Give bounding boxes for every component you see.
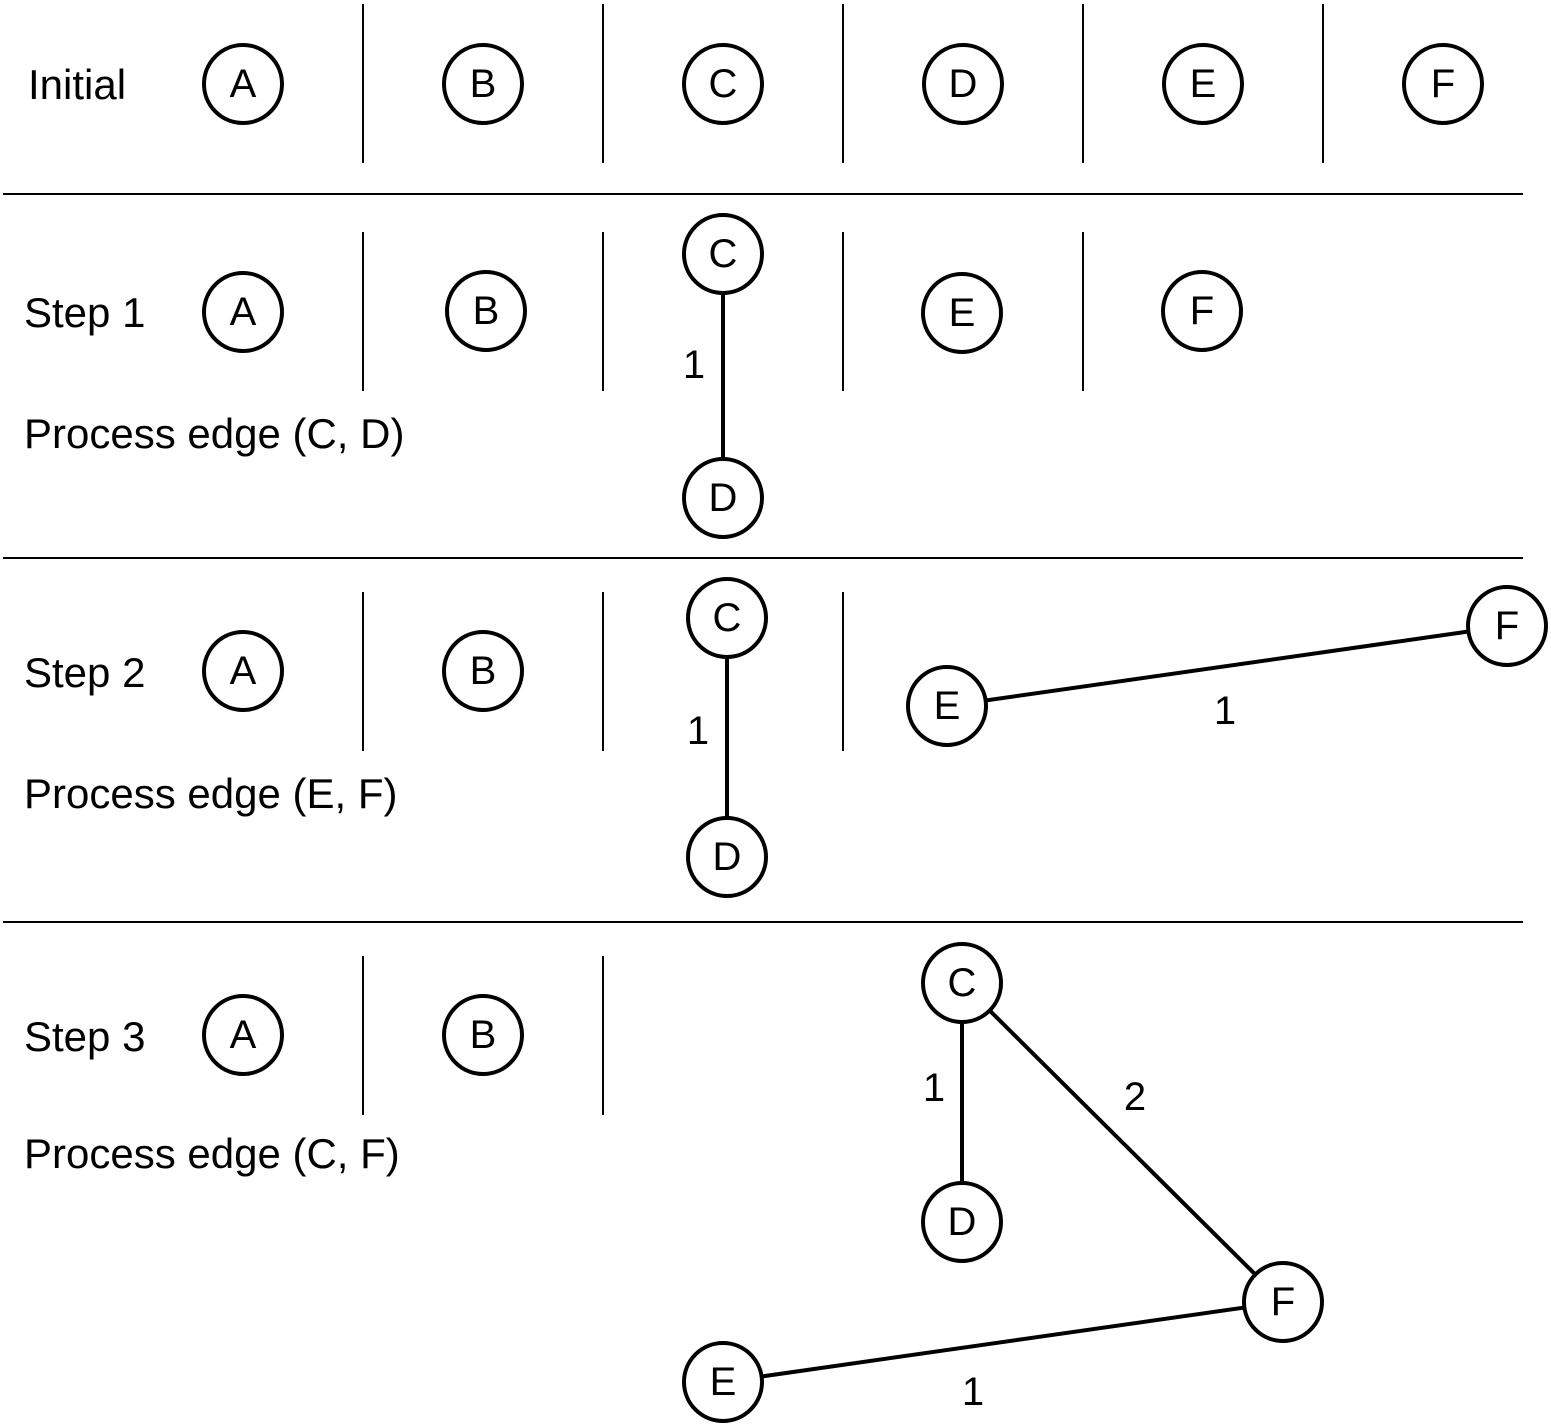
node-label: F xyxy=(1495,604,1519,648)
edge-weight-e-f: 1 xyxy=(1214,689,1236,733)
edge-weight-e-f: 1 xyxy=(962,1370,984,1414)
node-d: D xyxy=(922,43,1004,125)
node-label: E xyxy=(949,291,976,335)
node-f: F xyxy=(1161,270,1243,352)
node-f: F xyxy=(1242,1261,1324,1343)
section-step-1: Step 1 Process edge (C, D) 1 A B C D E F xyxy=(24,213,1243,539)
node-e: E xyxy=(906,665,988,747)
node-b: B xyxy=(445,270,527,352)
node-e: E xyxy=(921,272,1003,354)
node-label: D xyxy=(713,835,742,879)
node-f: F xyxy=(1402,43,1484,125)
node-label: C xyxy=(713,596,742,640)
node-d: D xyxy=(686,816,768,898)
section-title-initial: Initial xyxy=(28,61,126,108)
edge-c-f xyxy=(960,981,1285,1304)
node-label: B xyxy=(470,62,497,106)
node-d: D xyxy=(682,457,764,539)
node-f: F xyxy=(1466,585,1548,667)
edge-weight-c-d: 1 xyxy=(683,343,705,387)
node-label: C xyxy=(709,62,738,106)
node-label: C xyxy=(948,961,977,1005)
node-b: B xyxy=(442,43,524,125)
edge-weight-c-d: 1 xyxy=(687,709,709,753)
node-label: E xyxy=(710,1360,737,1404)
node-a: A xyxy=(202,630,284,712)
section-initial: Initial A B C D E F xyxy=(28,4,1484,163)
node-a: A xyxy=(202,994,284,1076)
node-label: A xyxy=(230,1013,257,1057)
section-caption-step-1: Process edge (C, D) xyxy=(24,410,404,457)
section-caption-step-2: Process edge (E, F) xyxy=(24,770,397,817)
node-label: A xyxy=(230,290,257,334)
node-c: C xyxy=(682,43,764,125)
node-b: B xyxy=(442,630,524,712)
node-label: E xyxy=(1190,62,1217,106)
node-label: B xyxy=(473,289,500,333)
node-label: F xyxy=(1431,62,1455,106)
node-label: B xyxy=(470,649,497,693)
edge-e-f xyxy=(946,624,1508,708)
node-label: F xyxy=(1190,289,1214,333)
node-label: F xyxy=(1271,1280,1295,1324)
section-step-3: Step 3 Process edge (C, F) 1 2 1 A B C D… xyxy=(24,942,1324,1423)
section-title-step-2: Step 2 xyxy=(24,649,145,696)
node-d: D xyxy=(921,1181,1003,1263)
node-a: A xyxy=(202,271,284,353)
node-label: C xyxy=(709,232,738,276)
node-c: C xyxy=(921,942,1003,1024)
node-label: A xyxy=(230,62,257,106)
node-e: E xyxy=(1162,43,1244,125)
node-label: D xyxy=(709,476,738,520)
node-label: D xyxy=(948,1200,977,1244)
node-label: D xyxy=(949,62,978,106)
edge-e-f xyxy=(722,1300,1284,1384)
edge-weight-c-d: 1 xyxy=(923,1066,945,1110)
node-b: B xyxy=(442,994,524,1076)
node-e: E xyxy=(682,1341,764,1423)
edge-weight-c-f: 2 xyxy=(1124,1075,1146,1119)
node-a: A xyxy=(202,43,284,125)
section-title-step-1: Step 1 xyxy=(24,289,145,336)
node-label: A xyxy=(230,649,257,693)
node-label: E xyxy=(934,684,961,728)
node-c: C xyxy=(686,577,768,659)
node-label: B xyxy=(470,1013,497,1057)
section-caption-step-3: Process edge (C, F) xyxy=(24,1130,400,1177)
section-step-2: Step 2 Process edge (E, F) 1 1 A B C D E… xyxy=(24,577,1548,898)
section-title-step-3: Step 3 xyxy=(24,1013,145,1060)
node-c: C xyxy=(682,213,764,295)
